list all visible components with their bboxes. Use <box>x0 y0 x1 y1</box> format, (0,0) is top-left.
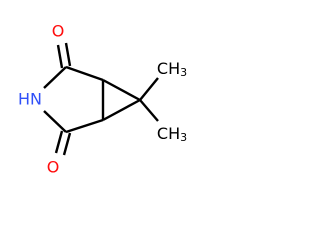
atom-labels: O O HN CH3 CH3 <box>18 22 187 177</box>
bond-n-c-bottom <box>43 110 67 133</box>
oxygen-bottom-label: O <box>47 158 60 177</box>
bond-carbonyl-bottom-2 <box>62 132 72 156</box>
bond-c-bridgehead-bottom <box>65 118 104 134</box>
bond-carbonyl-top-2 <box>64 42 72 67</box>
bond-carbonyl-top-1 <box>56 44 64 69</box>
bond-c-bridgehead-top <box>65 65 104 82</box>
bond-c-n-top <box>43 66 67 89</box>
nitrogen-label: HN <box>18 90 42 109</box>
methyl-top-label: CH3 <box>157 59 187 79</box>
molecule-structure-diagram: O O HN CH3 CH3 <box>18 22 187 177</box>
bond-carbonyl-bottom-1 <box>54 130 64 154</box>
oxygen-top-label: O <box>52 22 65 41</box>
bond-methyl-top <box>139 77 159 101</box>
methyl-bottom-label: CH3 <box>157 124 187 144</box>
bonds <box>43 42 159 156</box>
methyl-bottom-ch: CH <box>157 124 180 143</box>
bond-cyclopropane-top <box>102 78 141 102</box>
methyl-top-ch: CH <box>157 59 180 78</box>
methyl-bottom-subscript: 3 <box>180 131 187 144</box>
methyl-top-subscript: 3 <box>180 66 187 79</box>
bond-cyclopropane-bottom <box>102 98 141 122</box>
bond-methyl-bottom <box>139 99 159 122</box>
